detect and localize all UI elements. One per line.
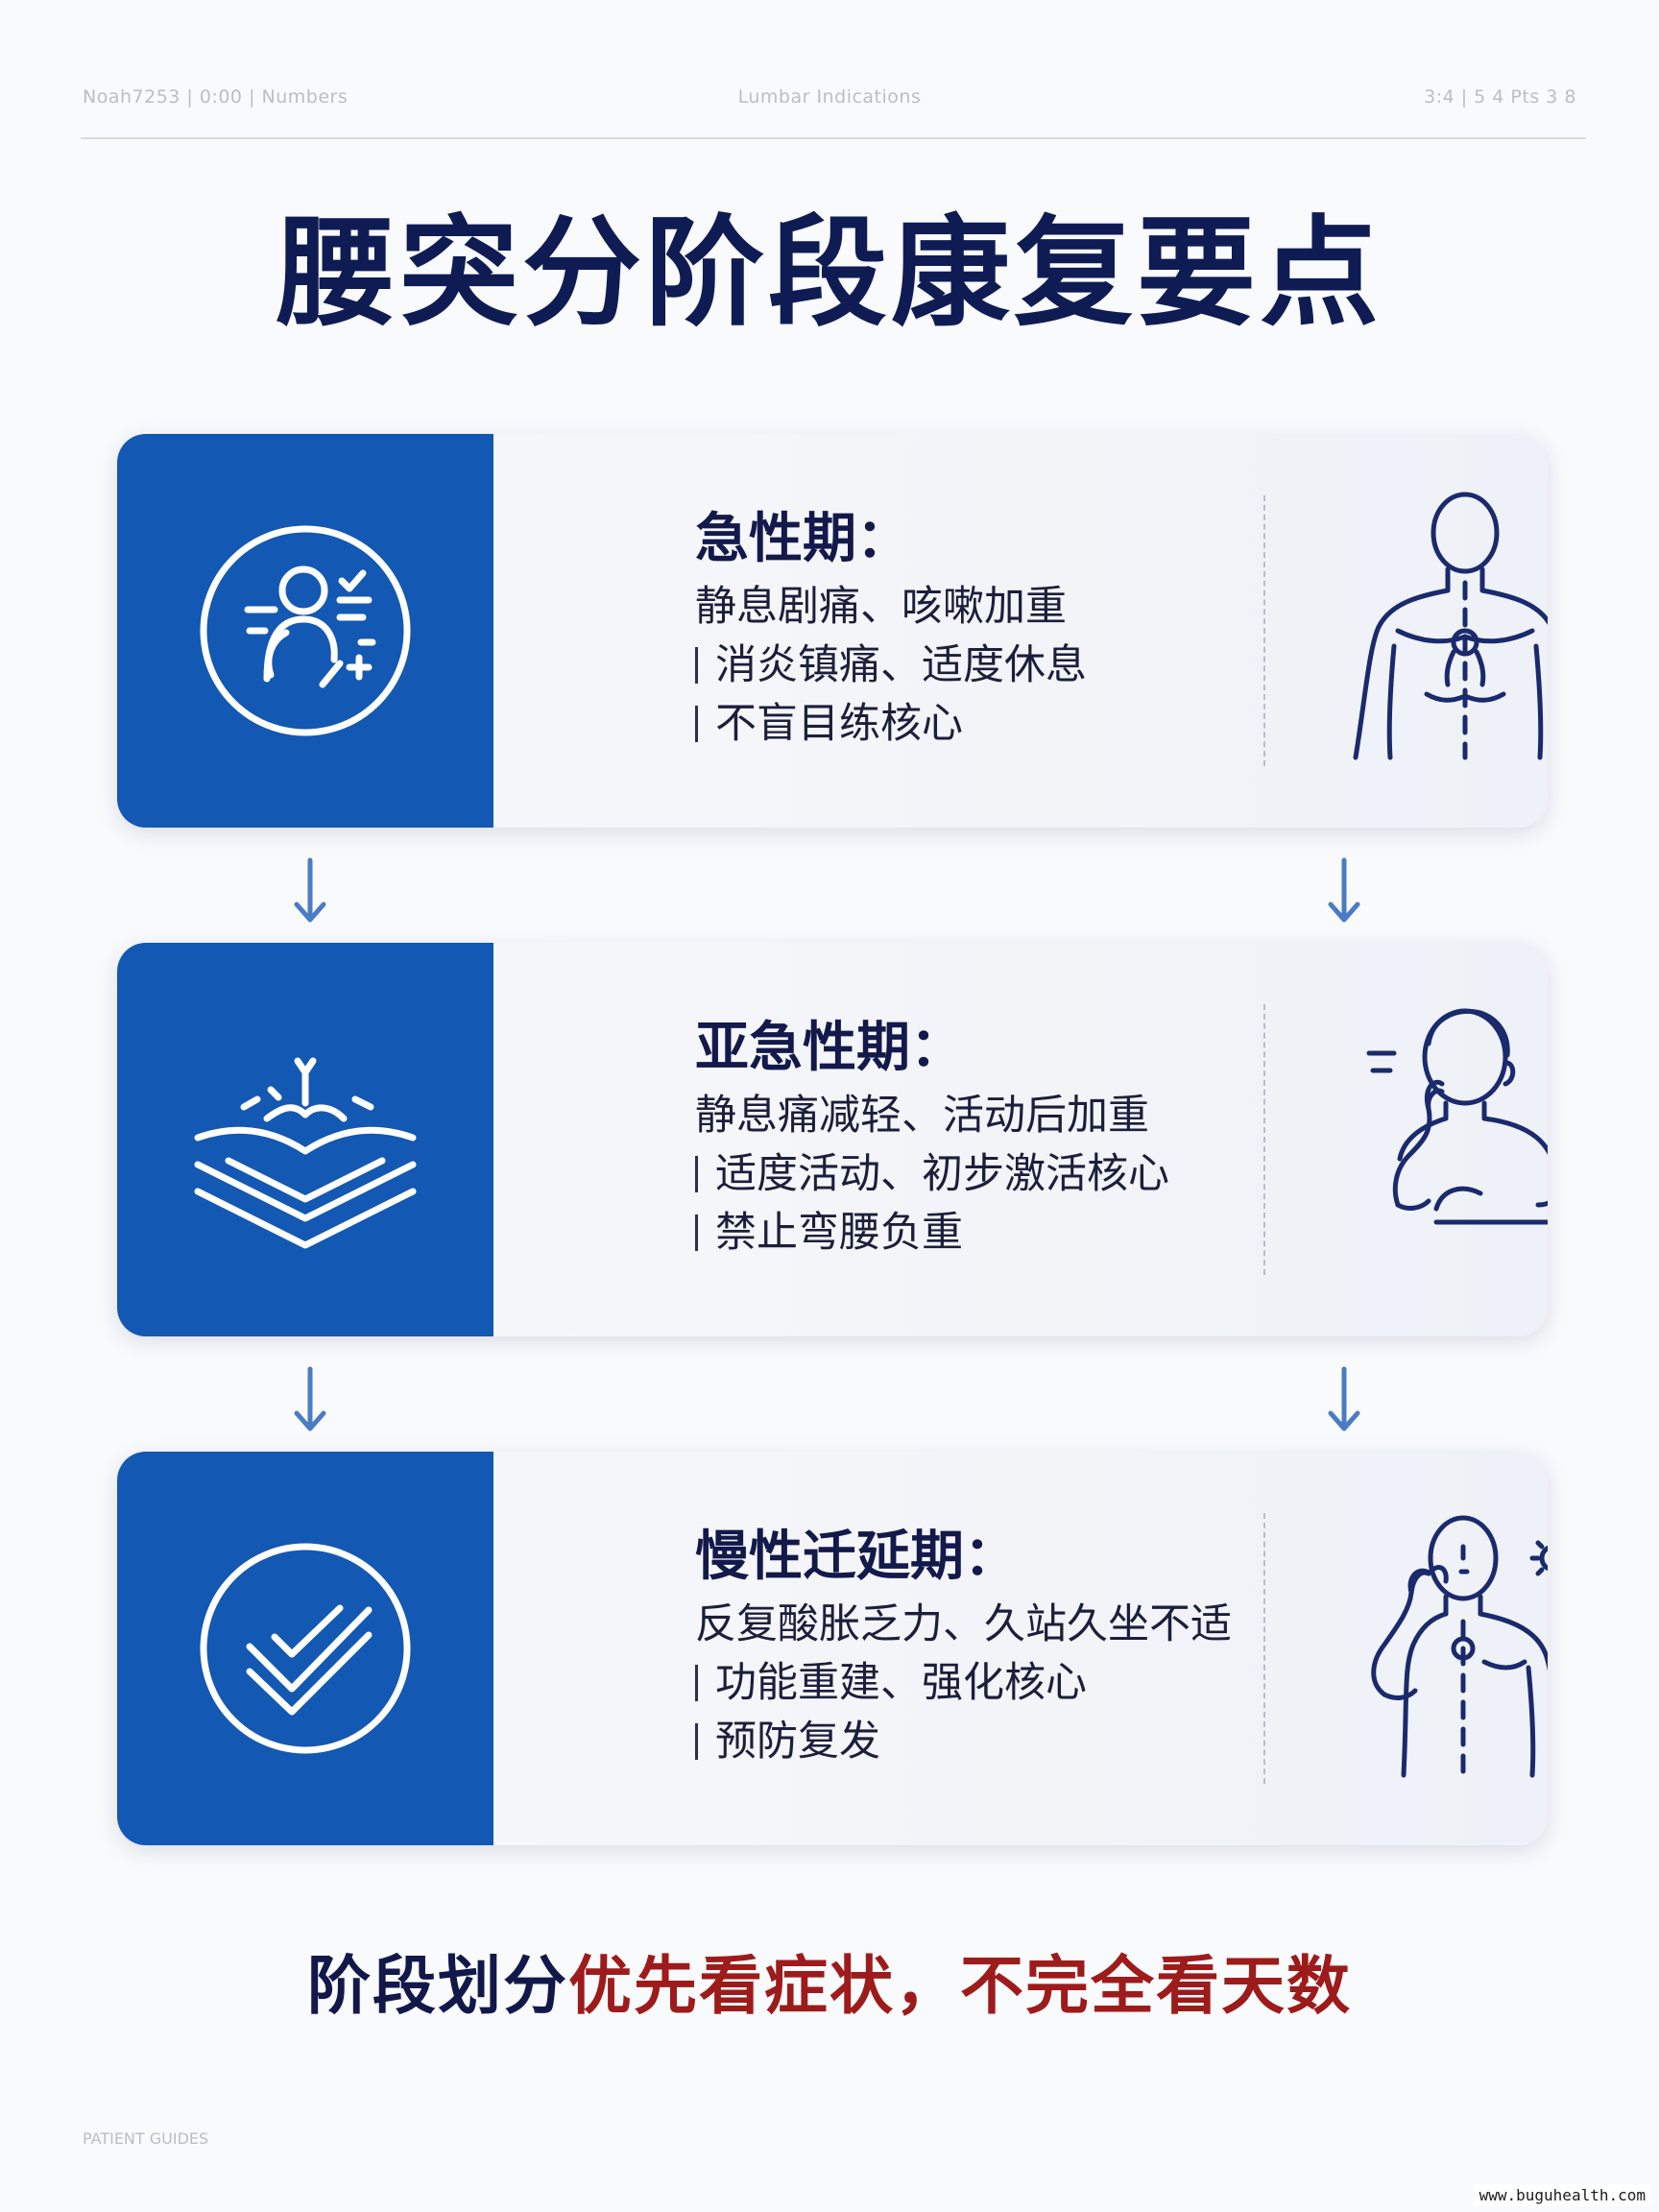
bullet-bar [695, 1723, 698, 1760]
down-arrow-icon [1328, 1366, 1360, 1431]
stage-point-2: 禁止弯腰负重 [695, 1204, 1169, 1262]
stage-icon-panel [117, 943, 493, 1336]
down-arrow-icon [1328, 857, 1360, 923]
stage-card-chronic: 慢性迁延期： 反复酸胀乏力、久站久坐不适 功能重建、强化核心 预防复发 [117, 1452, 1548, 1845]
stage-details: 静息剧痛、咳嗽加重 消炎镇痛、适度休息 不盲目练核心 [695, 578, 1087, 754]
bullet-bar [695, 706, 698, 742]
stage-point-1: 适度活动、初步激活核心 [695, 1145, 1169, 1204]
stage-symptom: 静息剧痛、咳嗽加重 [695, 583, 1067, 631]
stage-point-1: 消炎镇痛、适度休息 [695, 637, 1087, 695]
header-divider [81, 137, 1586, 139]
stage-title: 急性期： [695, 508, 910, 570]
layered-chevron-icon [194, 1057, 417, 1249]
bullet-bar [695, 1214, 698, 1251]
dashed-divider [1263, 1004, 1265, 1275]
down-arrow-icon [294, 857, 326, 923]
stage-icon-panel [117, 434, 493, 828]
stage-title: 慢性迁延期： [695, 1526, 1018, 1588]
stage-card-subacute: 亚急性期： 静息痛减轻、活动后加重 适度活动、初步激活核心 禁止弯腰负重 [117, 943, 1548, 1336]
header-right-text: 3:4 | 5 4 Pts 3 8 [1424, 86, 1576, 108]
stage-point-2: 不盲目练核心 [695, 695, 1087, 754]
footer-statement-part1: 阶段划分 [307, 1949, 568, 2023]
dashed-divider [1263, 495, 1265, 766]
person-in-circle-icon [200, 525, 411, 736]
down-arrow-icon [294, 1366, 326, 1431]
person-touching-face-icon [1371, 1515, 1548, 1778]
check-in-circle-icon [200, 1543, 411, 1754]
bullet-bar [695, 1665, 698, 1701]
stage-point-2-text: 预防复发 [715, 1718, 880, 1766]
upper-body-figure-icon [1353, 492, 1548, 760]
stage-symptom: 静息痛减轻、活动后加重 [695, 1092, 1149, 1140]
stage-content: 慢性迁延期： 反复酸胀乏力、久站久坐不适 功能重建、强化核心 预防复发 [493, 1452, 1548, 1845]
stage-title: 亚急性期： [695, 1017, 964, 1079]
stage-point-1-text: 适度活动、初步激活核心 [715, 1150, 1169, 1198]
page-title: 腰突分阶段康复要点 [276, 204, 1382, 343]
dashed-divider [1263, 1513, 1265, 1784]
footer-statement: 阶段划分优先看症状，不完全看天数 [0, 1935, 1659, 2027]
footer-statement-part2: 优先看症状，不完全看天数 [568, 1949, 1352, 2023]
header-center-text: Lumbar Indications [737, 86, 922, 108]
footer-left-text: PATIENT GUIDES [83, 2129, 209, 2148]
bullet-bar [695, 647, 698, 684]
person-holding-neck-icon [1366, 1008, 1548, 1225]
header-left-text: Noah7253 | 0:00 | Numbers [83, 86, 349, 108]
watermark: www.buguhealth.com [1473, 2184, 1651, 2206]
stage-content: 亚急性期： 静息痛减轻、活动后加重 适度活动、初步激活核心 禁止弯腰负重 [493, 943, 1548, 1336]
bullet-bar [695, 1156, 698, 1192]
stage-point-1-text: 消炎镇痛、适度休息 [715, 641, 1087, 689]
stage-point-2: 预防复发 [695, 1713, 1232, 1771]
stage-point-1: 功能重建、强化核心 [695, 1654, 1232, 1713]
stage-icon-panel [117, 1452, 493, 1845]
stage-point-2-text: 禁止弯腰负重 [715, 1209, 963, 1257]
stage-symptom: 反复酸胀乏力、久站久坐不适 [695, 1600, 1232, 1648]
stage-content: 急性期： 静息剧痛、咳嗽加重 消炎镇痛、适度休息 不盲目练核心 [493, 434, 1548, 828]
stage-point-1-text: 功能重建、强化核心 [715, 1659, 1087, 1707]
stage-details: 静息痛减轻、活动后加重 适度活动、初步激活核心 禁止弯腰负重 [695, 1087, 1169, 1262]
stage-details: 反复酸胀乏力、久站久坐不适 功能重建、强化核心 预防复发 [695, 1596, 1232, 1771]
stage-card-acute: 急性期： 静息剧痛、咳嗽加重 消炎镇痛、适度休息 不盲目练核心 [117, 434, 1548, 828]
stage-point-2-text: 不盲目练核心 [715, 700, 963, 748]
